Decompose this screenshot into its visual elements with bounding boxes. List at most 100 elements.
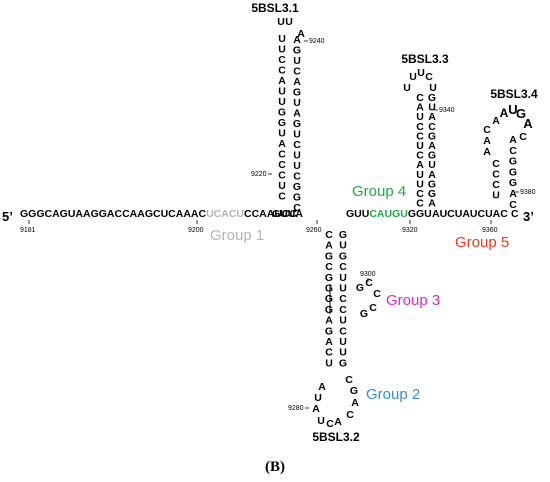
sl34-loop-nucleotide: A (500, 106, 509, 120)
five-prime-end: 5’ (2, 209, 13, 224)
sl33-right-nucleotide: U (428, 102, 436, 114)
sl33-loop-nucleotide: U (417, 67, 425, 79)
sl32-bulge-nucleotide: C (369, 302, 377, 314)
sl31-loop-nucleotide: U (285, 16, 293, 28)
sl33-left-nucleotide: C (416, 92, 424, 104)
sl34-loop-nucleotide: U (508, 102, 517, 117)
sl33-right-nucleotide: G (428, 92, 436, 104)
sl32-right-nucleotide: U (339, 336, 347, 348)
pos-9320: 9320 (402, 227, 418, 234)
sl31-left-nucleotide: A (278, 138, 286, 150)
sl32-left-nucleotide: A (325, 240, 333, 252)
title-5bsl3-1: 5BSL3.1 (251, 1, 299, 15)
sl33-left-nucleotide: U (416, 140, 424, 152)
sl34-loop-nucleotide: A (492, 115, 500, 127)
sl34-right-nucleotide: A (509, 134, 517, 146)
sl34-left-nucleotide: A (483, 135, 491, 147)
sl32-loop-nucleotide: A (334, 416, 342, 428)
three-prime-end: 3’ (523, 209, 534, 224)
sl32-left-nucleotide: G (325, 272, 333, 284)
sl33-left-nucleotide: C (416, 188, 424, 200)
sl32-right-nucleotide: G (339, 250, 347, 262)
sl33-right-nucleotide: G (428, 188, 436, 200)
sl33-right-nucleotide: G (428, 178, 436, 190)
sl32-left-nucleotide: C (325, 347, 333, 359)
sl31-right-nucleotide: G (293, 192, 301, 204)
sl32-right-nucleotide: U (339, 315, 347, 327)
sl31-left-nucleotide: U (278, 86, 286, 98)
sl34-left-nucleotide: C (492, 179, 500, 191)
sl33-left-nucleotide: A (416, 159, 424, 171)
sl32-left-nucleotide: G (325, 250, 333, 262)
sl33-left-nucleotide: A (416, 102, 424, 114)
sl31-left-nucleotide: C (278, 159, 286, 171)
sl33-right-nucleotide: G (428, 130, 436, 142)
sl31-right-nucleotide: A (293, 76, 301, 88)
sl32-right-nucleotide: U (339, 240, 347, 252)
sl31-loop-nucleotide: U (277, 16, 285, 28)
group-1-label: Group 1 (210, 227, 264, 244)
pos-9260: 9260 (306, 227, 322, 234)
sl34-loop-nucleotide: A (523, 116, 533, 131)
sl32-right-nucleotide: C (339, 325, 347, 337)
sl34-right-nucleotide: G (509, 156, 517, 168)
sl32-bulge-nucleotide: G (360, 308, 368, 320)
sl34-loop-nucleotide: C (519, 131, 527, 143)
group-5-label: Group 5 (455, 234, 509, 251)
pos-9240: 9240 (309, 38, 325, 45)
sl32-loop-nucleotide: U (317, 415, 325, 427)
pos-9280: 9280 (288, 405, 304, 412)
sl32-left-nucleotide: U (325, 357, 333, 369)
sl31-right-nucleotide: G (293, 181, 301, 193)
sl34-right-nucleotide: G (509, 177, 517, 189)
sl31-left-nucleotide: G (278, 107, 286, 119)
sl32-left-nucleotide: C (325, 229, 333, 241)
sl31-right-nucleotide: A (293, 108, 301, 120)
sl34-right-nucleotide: A (509, 188, 517, 200)
sl34-right-nucleotide: C (509, 199, 517, 211)
sl31-right-nucleotide: U (293, 97, 301, 109)
sl33-left-nucleotide: C (416, 150, 424, 162)
sl31-left-nucleotide: A (278, 75, 286, 87)
sl33-left-nucleotide: U (416, 178, 424, 190)
sl33-right-nucleotide: A (428, 140, 436, 152)
sl33-right-nucleotide: A (428, 169, 436, 181)
sl32-bulge-nucleotide: G (356, 282, 364, 294)
sl32-left-nucleotide: C (325, 261, 333, 273)
sl31-right-nucleotide: G (293, 118, 301, 130)
sl31-right-nucleotide: U (293, 150, 301, 162)
sl31-left-nucleotide: G (278, 117, 286, 129)
sl32-loop-nucleotide: U (314, 392, 322, 404)
sl31-right-nucleotide: U (293, 55, 301, 67)
backbone-seg-5prime: GGGCAGUAAGGACCAAGCUCAAACUCACUCCAAUCC (20, 208, 297, 220)
sl32-loop-nucleotide: A (318, 381, 326, 393)
sl31-right-nucleotide: C (293, 139, 301, 151)
sl32-left-nucleotide: G (325, 283, 333, 295)
sl31-right-nucleotide: G (293, 87, 301, 99)
sl33-loop-nucleotide: C (425, 71, 433, 83)
pos-9340: 9340 (439, 107, 455, 114)
sl32-loop-nucleotide: G (350, 385, 358, 397)
position-markers: 9181 9200 9220 9240 9260 9280 9300 9320 … (20, 38, 536, 412)
sl34-left-nucleotide: C (492, 158, 500, 170)
sl33-left-nucleotide: U (416, 111, 424, 123)
panel-label: (B) (265, 459, 285, 475)
sl33-loop-nucleotide: U (403, 82, 411, 94)
sl32-right-nucleotide: U (339, 272, 347, 284)
sl32-right-nucleotide: C (339, 293, 347, 305)
backbone-terminal-c: C (511, 208, 519, 220)
sl32-loop-nucleotide: C (326, 418, 334, 430)
sl31-right-nucleotide: C (293, 202, 301, 214)
sl34-right-nucleotide: G (509, 166, 517, 178)
sl33-loop-nucleotide: U (429, 82, 437, 94)
sl32-right-nucleotide: C (339, 261, 347, 273)
sl33-right-nucleotide: G (428, 150, 436, 162)
pos-9360: 9360 (482, 227, 498, 234)
sl32-left-nucleotide: G (325, 304, 333, 316)
group-4-label: Group 4 (352, 183, 406, 200)
sl31-right-nucleotide: C (293, 171, 301, 183)
sl31-right-nucleotide: U (293, 160, 301, 172)
sl32-left-nucleotide: G (325, 293, 333, 305)
sl32-loop-nucleotide: C (346, 409, 354, 421)
